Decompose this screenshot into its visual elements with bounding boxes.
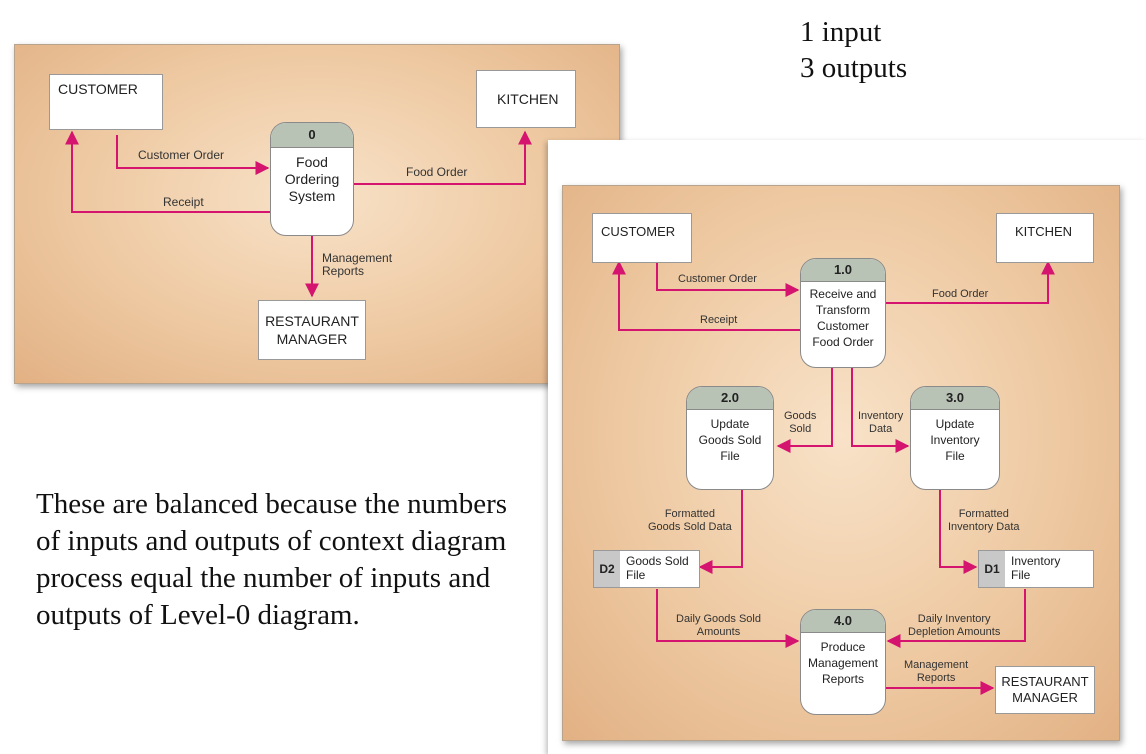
l0-flow-receipt [612,260,800,331]
l0-store-d1: D1 Inventory File [978,550,1094,588]
l0-flow-food-order [885,260,1055,304]
l0-manager-entity: RESTAURANT MANAGER [995,666,1095,714]
ctx-label-customer-order: Customer Order [138,148,225,162]
l0-flow-customer-order [656,260,800,297]
l0-label-daily-goods: Daily Goods Sold Amounts [676,613,761,638]
l0-process-3-name: Update Inventory File [930,417,980,463]
caption-line-3: process equal the number of inputs and [36,562,491,594]
ctx-kitchen-entity: KITCHEN [476,70,576,128]
l0-process-2-name: Update Goods Sold File [698,417,762,463]
ctx-flow-customer-order [116,135,270,175]
l0-label-formatted-inventory: Formatted Inventory Data [948,508,1020,533]
ctx-process-food-ordering: 0 Food Ordering System [270,122,354,236]
l0-flow-goods-sold [776,366,833,453]
caption-line-1: These are balanced because the numbers [36,488,508,520]
ctx-flow-receipt [65,130,270,213]
ctx-label-food-order: Food Order [406,165,468,179]
l0-label-customer-order: Customer Order [678,273,757,285]
l0-store-d2-name: Goods Sold File [626,554,689,582]
l0-kitchen-entity: KITCHEN [996,213,1094,263]
l0-flow-formatted-goods [698,488,743,574]
l0-label-receipt: Receipt [700,314,738,326]
ctx-process-name: Food Ordering System [284,154,340,204]
l0-flow-inventory-data [851,366,910,453]
l0-store-d1-name: Inventory File [1011,554,1061,582]
caption-line-4: outputs of Level-0 diagram. [36,599,360,631]
caption-line-2: of inputs and outputs of context diagram [36,525,507,557]
l0-process-3-id: 3.0 [911,387,999,410]
l0-store-d2-id: D2 [594,551,620,587]
l0-process-2: 2.0 Update Goods Sold File [686,386,774,490]
l0-flow-formatted-inventory [939,490,978,574]
io-count-note: 1 input 3 outputs [800,14,907,86]
l0-process-3: 3.0 Update Inventory File [910,386,1000,490]
l0-flow-daily-inventory [886,589,1026,648]
l0-process-4-name: Produce Management Reports [807,640,879,686]
ctx-label-mgmt-reports: Management Reports [322,251,393,278]
l0-process-1-name: Receive and Transform Customer Food Orde… [809,287,877,349]
note-line-outputs: 3 outputs [800,52,908,84]
l0-label-goods-sold: Goods Sold [784,410,817,435]
l0-label-inventory-data: Inventory Data [858,410,904,435]
l0-label-mgmt-reports: Management Reports [904,659,969,684]
l0-flow-daily-goods [656,589,800,648]
l0-customer-entity: CUSTOMER [592,213,692,263]
ctx-flow-food-order [352,130,532,185]
balance-caption: These are balanced because the numbers o… [36,486,544,634]
l0-process-2-id: 2.0 [687,387,773,410]
l0-process-4-id: 4.0 [801,610,885,633]
l0-process-1-id: 1.0 [801,259,885,282]
l0-label-formatted-goods: Formatted Goods Sold Data [648,508,732,533]
l0-store-d2: D2 Goods Sold File [593,550,700,588]
l0-label-food-order: Food Order [932,288,989,300]
l0-process-4: 4.0 Produce Management Reports [800,609,886,715]
l0-label-daily-inventory: Daily Inventory Depletion Amounts [908,613,1001,638]
ctx-label-receipt: Receipt [163,195,204,209]
l0-store-d1-id: D1 [979,551,1005,587]
ctx-process-id: 0 [271,123,353,148]
note-line-inputs: 1 input [800,16,882,48]
ctx-manager-entity: RESTAURANT MANAGER [258,300,366,360]
l0-process-1: 1.0 Receive and Transform Customer Food … [800,258,886,368]
ctx-customer-entity: CUSTOMER [49,74,163,130]
